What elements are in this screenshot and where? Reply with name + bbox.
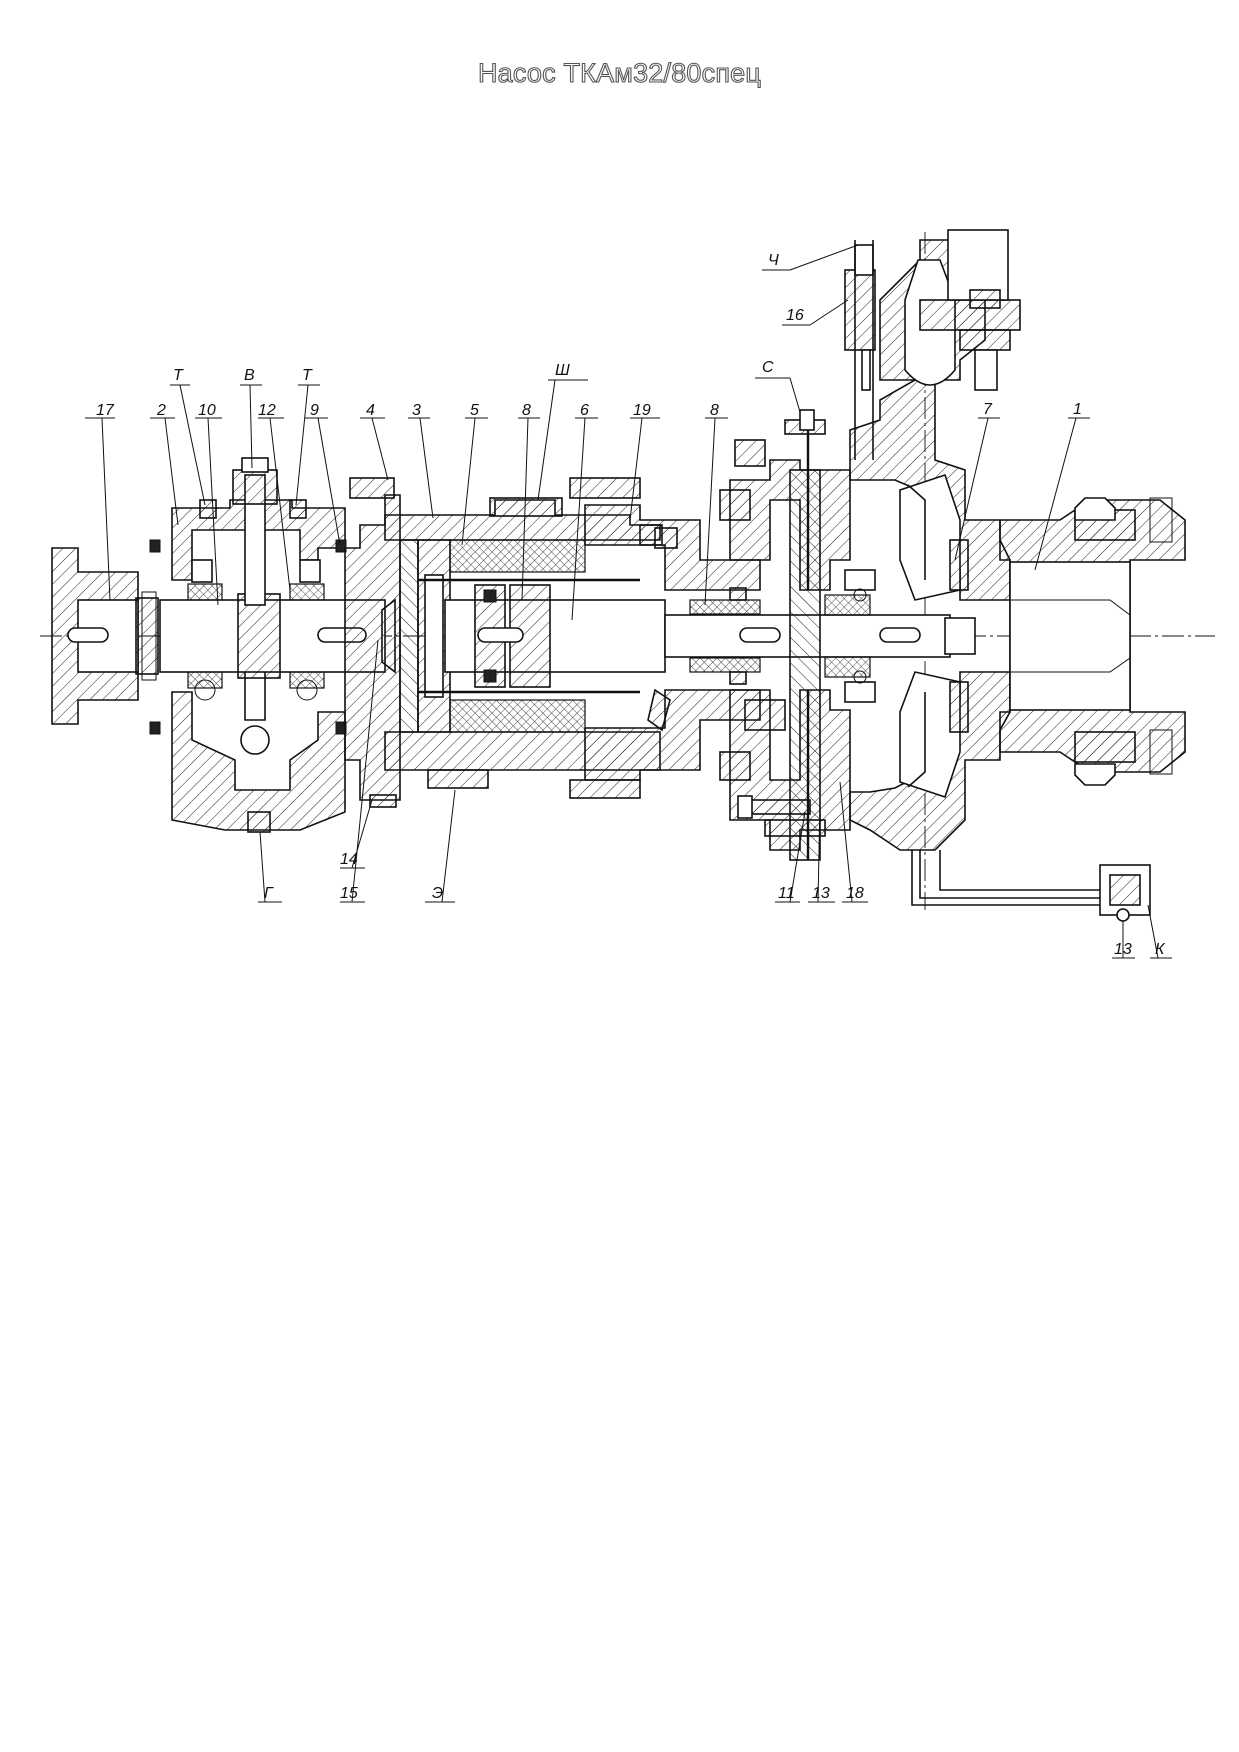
callout-10: 10 — [198, 402, 216, 419]
intermediate-flange — [344, 477, 419, 808]
callout-9: 9 — [310, 402, 319, 419]
callout-12: 12 — [258, 402, 276, 419]
callout-3: 3 — [412, 402, 421, 419]
callout-G: Г — [264, 885, 274, 902]
callout-18: 18 — [846, 885, 864, 902]
callout-Ch: Ч — [768, 252, 779, 269]
callout-S: С — [762, 359, 774, 376]
coupling-half — [51, 547, 159, 725]
callout-E: Э — [432, 885, 443, 902]
callout-8-left: 8 — [522, 402, 531, 419]
callout-8-right: 8 — [710, 402, 719, 419]
bolt-set — [639, 240, 876, 819]
callout-7: 7 — [983, 401, 993, 418]
callout-K: К — [1155, 941, 1166, 958]
callout-4: 4 — [366, 402, 375, 419]
callout-19: 19 — [633, 402, 651, 419]
magnetic-coupling-housing — [384, 497, 666, 789]
callout-15: 15 — [340, 885, 358, 902]
callout-16: 16 — [786, 307, 804, 324]
callout-6: 6 — [580, 402, 589, 419]
callout-T-left: Т — [173, 367, 184, 384]
callout-11: 11 — [778, 885, 795, 902]
callout-T-right: Т — [302, 367, 313, 384]
callout-14: 14 — [340, 851, 358, 868]
callout-1: 1 — [1073, 401, 1082, 418]
callouts: 17 2 Т 10 В 12 Т 9 4 3 5 8 Ш — [85, 244, 1172, 959]
drawing-title: Насос ТКАм32/80спец — [477, 57, 762, 88]
volute-casing — [849, 229, 1186, 922]
callout-13-valve: 13 — [1114, 941, 1132, 958]
callout-13-bottom: 13 — [812, 885, 830, 902]
callout-5: 5 — [470, 402, 479, 419]
callout-Sh: Ш — [555, 362, 570, 379]
bearing-sleeve-housing — [569, 477, 761, 799]
bearing-housing — [149, 457, 386, 833]
callout-B: В — [244, 367, 255, 384]
callout-2: 2 — [156, 402, 166, 419]
callout-17: 17 — [96, 402, 115, 419]
